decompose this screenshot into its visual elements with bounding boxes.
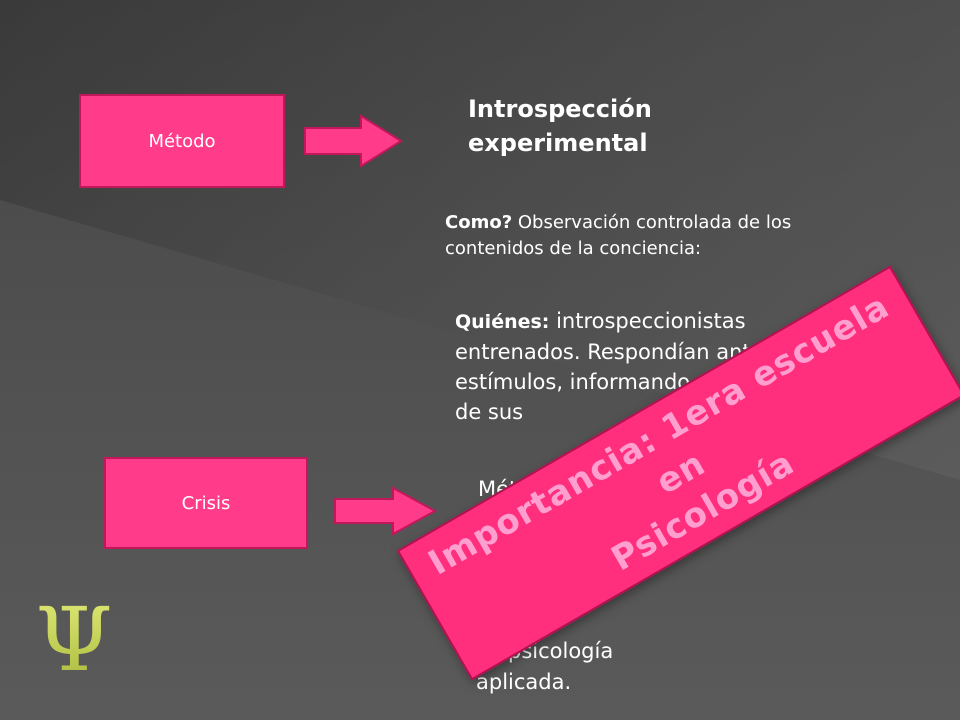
arrow-crisis-icon xyxy=(334,486,437,536)
title-line-2: experimental xyxy=(468,129,648,157)
title-line-1: Introspección xyxy=(468,95,652,123)
metodo-box: Método xyxy=(79,94,285,188)
quienes-label: Quiénes: xyxy=(455,311,550,333)
como-paragraph: Como? Observación controlada de los cont… xyxy=(445,210,855,262)
crisis-label: Crisis xyxy=(181,492,231,514)
como-label: Como? xyxy=(445,212,513,233)
metodo-label: Método xyxy=(148,130,216,152)
como-text: Observación controlada de los contenidos… xyxy=(445,212,792,259)
crisis-box: Crisis xyxy=(104,457,308,549)
psi-glyph: Ψ xyxy=(35,592,112,682)
crisis-text-line-3: aplicada. xyxy=(476,670,572,694)
arrow-metodo-icon xyxy=(304,114,403,168)
psi-logo-icon: Ψ xyxy=(35,592,112,682)
page-title: Introspección experimental xyxy=(468,92,728,160)
